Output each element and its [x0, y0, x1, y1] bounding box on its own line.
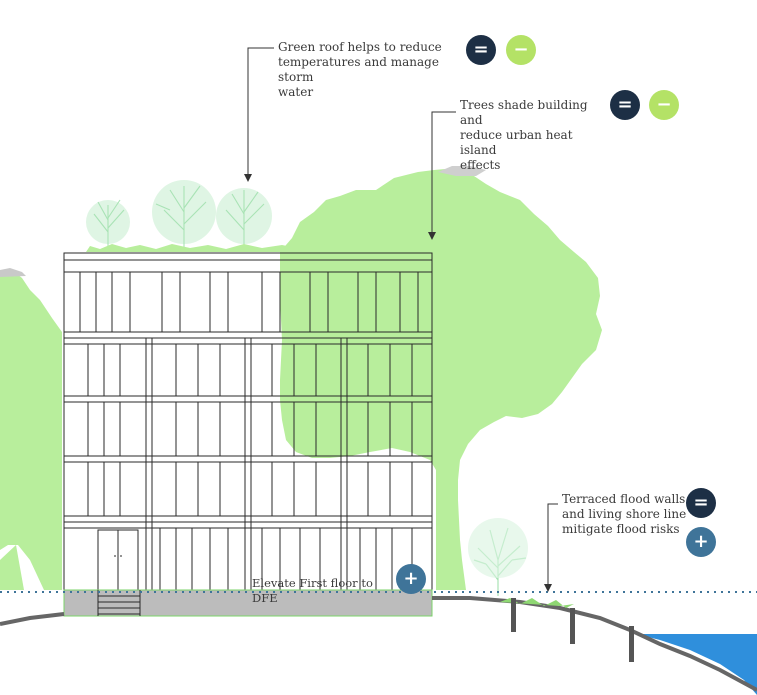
green-roof-planting	[86, 244, 428, 252]
flood-walls-callout-line3: mitigate flood risks	[562, 522, 680, 536]
minus-badge-icon: −	[649, 90, 679, 120]
roof-trees	[86, 180, 272, 250]
flood-walls-callout-line1: Terraced flood walls	[562, 492, 686, 506]
shore-shrub	[468, 518, 528, 596]
minus-badge-icon: −	[506, 35, 536, 65]
equal-badge-icon: =	[466, 35, 496, 65]
ground-line	[0, 596, 757, 692]
shore-grass	[500, 598, 574, 608]
first-floor-dfe-label: Elevate First floor to DFE	[252, 576, 373, 605]
trees-callout-line3: effects	[460, 158, 501, 172]
trees-callout-line2: reduce urban heat island	[460, 128, 573, 157]
right-tree-gray-top	[438, 166, 486, 176]
raised-plinth	[63, 589, 433, 617]
green-roof-callout-line1: Green roof helps to reduce	[278, 40, 442, 54]
equal-badge-icon: =	[610, 90, 640, 120]
leader-arrowheads	[244, 174, 552, 592]
trees-callout: Trees shade building and reduce urban he…	[460, 98, 610, 173]
terraced-flood-walls	[511, 598, 634, 662]
flood-walls-callout: Terraced flood walls and living shore li…	[562, 492, 687, 537]
green-roof-callout-line3: water	[278, 85, 314, 99]
left-tree-top-gray	[0, 268, 26, 277]
left-tree-canopy	[0, 270, 62, 590]
plus-badge-icon: +	[396, 564, 426, 594]
leader-lines	[247, 47, 558, 586]
left-tree-trunk	[0, 545, 24, 590]
plus-badge-icon: +	[686, 527, 716, 557]
green-roof-callout-line2: temperatures and manage storm	[278, 55, 439, 84]
entry-steps	[97, 590, 141, 616]
green-roof-callout: Green roof helps to reduce temperatures …	[278, 40, 468, 100]
trees-callout-line1: Trees shade building and	[460, 98, 588, 127]
flood-walls-callout-line2: and living shore line	[562, 507, 687, 521]
equal-badge-icon: =	[686, 488, 716, 518]
building	[63, 252, 433, 591]
water-body	[636, 634, 757, 695]
right-tree-canopy	[280, 168, 602, 590]
